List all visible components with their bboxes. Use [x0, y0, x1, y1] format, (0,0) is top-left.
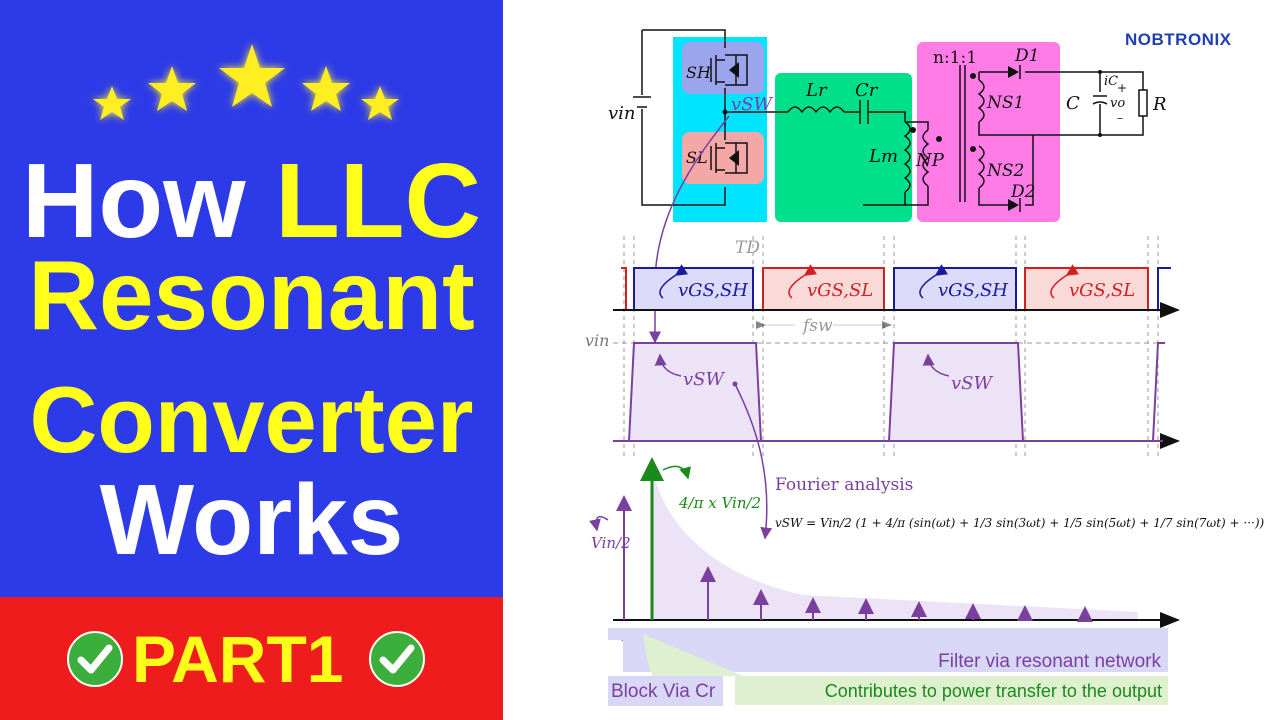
- gs-sl-label-1: vGS,SL: [807, 280, 873, 301]
- sh-switch-label: SH: [686, 63, 712, 82]
- star-icon: [361, 86, 399, 120]
- vo-label: vo: [1110, 96, 1125, 111]
- star-icon: [302, 66, 350, 111]
- title-line-2: Resonant: [28, 240, 475, 350]
- fsw-period-label: fsw: [801, 316, 833, 336]
- ns2-label: NS2: [986, 161, 1024, 181]
- gate-timing: vGS,SH vGS,SL vGS,SH vGS,SL TD fsw: [613, 236, 1180, 460]
- vsw-wave-label-2: vSW: [951, 373, 994, 394]
- title-llc: LLC: [275, 142, 482, 260]
- brand-logo: NOBTRONIX: [1125, 30, 1232, 49]
- sl-switch-label: SL: [686, 148, 708, 167]
- vin-level-label: vin: [585, 331, 609, 350]
- fourier-equation: vSW = Vin/2 (1 + 4/π (sin(ωt) + 1/3 sin(…: [775, 516, 1265, 530]
- np-label: NP: [915, 150, 945, 171]
- ns1-label: NS1: [986, 93, 1024, 113]
- fundamental-label: 4/π x Vin/2: [678, 494, 761, 512]
- title-how: How: [21, 142, 246, 260]
- checkmark-icon: [67, 631, 123, 687]
- title-line-3: Converter: [29, 367, 474, 472]
- filter-note: Filter via resonant network: [938, 651, 1161, 672]
- contrib-note: Contributes to power transfer to the out…: [825, 681, 1162, 701]
- d2-label: D2: [1010, 182, 1035, 202]
- rating-stars: [93, 44, 399, 120]
- star-icon: [219, 44, 285, 107]
- vsw-node-label: vSW: [731, 94, 774, 115]
- transformer-box: [917, 42, 1060, 222]
- ic-label: iC: [1104, 74, 1118, 89]
- circuit-diagram: vin SH SL vSW Lr Cr Lm NP n:1:1 D1 D2 NS…: [608, 29, 1167, 344]
- part-banner: PART1: [0, 597, 503, 720]
- block-note: Block Via Cr: [611, 681, 716, 702]
- vsw-waveform: vin vSW vSW: [585, 331, 1180, 540]
- deadtime-label: TD: [735, 238, 760, 258]
- title-panel: How LLC Resonant Converter Works PART1: [0, 0, 503, 720]
- lr-label: Lr: [805, 80, 828, 101]
- cap-label: C: [1066, 93, 1080, 114]
- turns-ratio-label: n:1:1: [933, 48, 977, 68]
- gs-sh-label-1: vGS,SH: [678, 280, 748, 301]
- lm-label: Lm: [868, 146, 898, 167]
- title-line-4: Works: [99, 464, 404, 576]
- load-label: R: [1152, 94, 1167, 115]
- gs-sl-label-2: vGS,SL: [1069, 280, 1135, 301]
- title-line-1: How LLC: [0, 148, 503, 254]
- plus-sign: +: [1117, 81, 1127, 95]
- star-icon: [93, 86, 131, 120]
- cr-label: Cr: [855, 80, 879, 101]
- vsw-wave-label-1: vSW: [683, 369, 726, 390]
- dc-level-label: Vin/2: [591, 534, 631, 552]
- vin-source-label: vin: [608, 103, 636, 124]
- minus-sign: –: [1117, 111, 1123, 125]
- fourier-label: Fourier analysis: [775, 475, 913, 495]
- star-icon: [148, 66, 196, 111]
- d1-label: D1: [1014, 46, 1039, 66]
- checkmark-icon: [369, 631, 425, 687]
- resonant-tank-box: [775, 73, 912, 222]
- diagram-panel: vin SH SL vSW Lr Cr Lm NP n:1:1 D1 D2 NS…: [503, 0, 1280, 720]
- part-label: PART1: [132, 622, 344, 696]
- gs-sh-label-2: vGS,SH: [938, 280, 1008, 301]
- spectrum-chart: Fourier analysis vSW = Vin/2 (1 + 4/π (s…: [589, 457, 1265, 706]
